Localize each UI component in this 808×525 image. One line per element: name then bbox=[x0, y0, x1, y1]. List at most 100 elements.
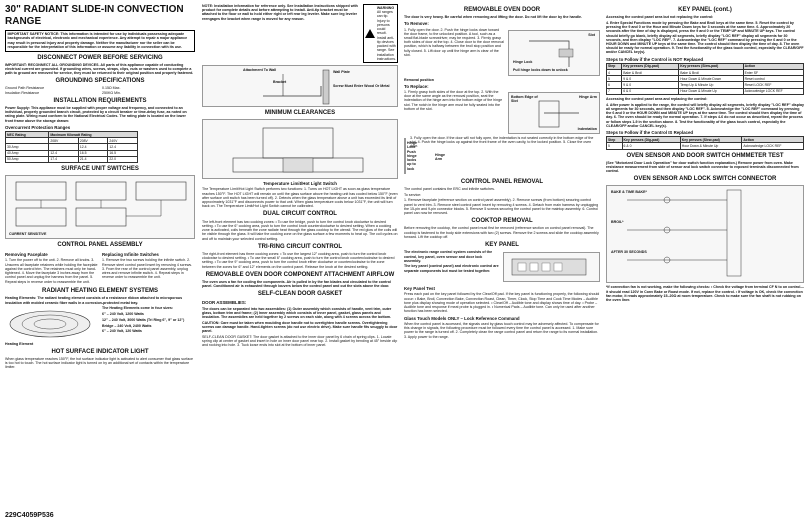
oven-door-heading: REMOVABLE OVEN DOOR bbox=[463, 7, 541, 13]
part-number: 229C4059P536 bbox=[5, 512, 54, 519]
to-replace-steps: 1. Firmly grasp both sides of the door a… bbox=[404, 89, 503, 111]
anti-tip-figure: Attachment To Wall Bracket Wall Plate Sc… bbox=[202, 65, 398, 108]
document-title: 30" RADIANT SLIDE-IN CONVECTION RANGE bbox=[5, 4, 184, 27]
warning-text: All ranges can tip. Injury to persons co… bbox=[376, 10, 397, 61]
component-airflow-heading: REMOVABLE OVEN DOOR COMPONENT ATTACHMENT… bbox=[205, 271, 395, 278]
table-cell: 17.4 bbox=[48, 155, 79, 164]
switch-schematic-icon bbox=[627, 190, 742, 277]
table-row: 50 Amp 17.4 21.4 22.0 bbox=[4, 155, 138, 164]
attach-wall-label: Attachment To Wall bbox=[243, 68, 277, 73]
sensor-heading: OVEN SENSOR AND DOOR SWITCH OHMMETER TES… bbox=[626, 152, 784, 159]
table-cell: Reset LOCK REF bbox=[742, 81, 805, 89]
table-row: 7 6 & 0 Hour Down & Minute Up Acknowledg… bbox=[605, 87, 805, 95]
table-cell: 6 & 0 bbox=[621, 87, 680, 95]
overcurrent-table: NEC Rating Maximum Kilowatt Rating 208V … bbox=[4, 131, 138, 164]
door-assemblies-heading: DOOR ASSEMBLIES: bbox=[202, 300, 247, 306]
warning-label: WARNING bbox=[376, 6, 395, 10]
grounding-spec-row: Insulation Resistance 250KΩ Min. bbox=[5, 91, 195, 95]
hinge-arm-label-2: Hinge Arm bbox=[435, 152, 445, 162]
heating-heading: RADIANT HEATING ELEMENT SYSTEMS bbox=[42, 288, 158, 295]
table-cell: Hour Down & Minute Down bbox=[678, 75, 744, 83]
push-hinge-figure: Hinge Lock Hinge Arm Push hinge locks up… bbox=[404, 137, 445, 174]
sensor-switch-diagram: BAKE & TIME BAKE* BROIL* AFTER 30 SECOND… bbox=[606, 185, 804, 284]
cp-removal-steps: 1. Remove faceplate (reference section o… bbox=[404, 198, 599, 216]
to-remove-heading: To Remove: bbox=[404, 21, 429, 27]
grounding-heading: GROUNDING SPECIFICATIONS bbox=[55, 78, 145, 85]
replace-more-steps: 3. Fully open the door. If the door will… bbox=[410, 135, 594, 149]
keypanel-text-block: The electronic range control system cons… bbox=[404, 250, 499, 284]
heating-size-item: 6" – 240 Volt, 120 Watts bbox=[102, 329, 142, 334]
removal-position-label: Removal position bbox=[404, 77, 434, 82]
heating-sizes: The Heating Elements come in four sizes:… bbox=[102, 306, 195, 345]
hinge-lock-label-2: Hinge Lock bbox=[407, 140, 417, 150]
table-row: 6 9 & 0 Temp Up & Minute Up Reset LOCK R… bbox=[605, 81, 805, 89]
table-row: 5 6 & 0 Hour Down & Minute Up Acknowledg… bbox=[606, 142, 804, 150]
warning-triangle-icon bbox=[364, 29, 375, 39]
tri-ring-text: The right-front element has three cookin… bbox=[202, 251, 395, 269]
keypanel-icon bbox=[511, 259, 587, 276]
keypanel-test-text: Press each pad on the key panel followed… bbox=[404, 292, 600, 314]
heating-size-item: 12" – 240 Volt, 3000 Watts (Tri Ring 6",… bbox=[102, 317, 185, 322]
heating-size-item: Bridge – 240 Volt, 2400 Watts bbox=[102, 323, 152, 328]
grounding-value-1: 0.15Ω Max. bbox=[102, 86, 121, 91]
warning-box: WARNING All ranges can tip. Injury to pe… bbox=[362, 4, 398, 64]
installation-text: Power Supply: This appliance must be sup… bbox=[5, 105, 187, 123]
table-cell: 22.0 bbox=[107, 155, 138, 164]
replacing-control-heading: Accessing the control panel area and rep… bbox=[606, 96, 708, 101]
hinge-lock-label: Hinge Lock bbox=[513, 60, 533, 65]
grounding-value-2: 250KΩ Min. bbox=[102, 90, 121, 95]
table-cell: Hour Down & Minute Up bbox=[678, 87, 744, 95]
remove-section: 1. Fully open the door. 2. Push the hing… bbox=[404, 28, 600, 78]
overcurrent-heading: Overcurrent Protection Ranges bbox=[5, 124, 71, 130]
temp-limit-heading: Temperature Limit/Hot Light Switch bbox=[263, 181, 337, 187]
heating-element-icon bbox=[9, 311, 91, 338]
grounding-label-1: Ground Path Resistance bbox=[5, 86, 45, 91]
table-cell: Temp Up & Minute Up bbox=[678, 81, 744, 89]
keypanel-cont-intro: Accessing the control panel area but not… bbox=[606, 15, 714, 20]
keypanel-test-heading: Key Panel Test bbox=[404, 286, 435, 292]
cp-removal-intro: The control panel contains the ERC and i… bbox=[404, 187, 495, 191]
self-clean-heading: SELF-CLEAN DOOR GASKET bbox=[257, 291, 343, 298]
temp-limit-text: The Temperature Limit/Hot Light Switch p… bbox=[202, 187, 398, 209]
hinge-lock-icon bbox=[529, 40, 574, 67]
table-cell: Acknowledge LOCK REF bbox=[742, 87, 805, 95]
glass-touch-text: When the control panel is accessed, the … bbox=[404, 321, 599, 339]
table-row: 5 9 & 0 Hour Down & Minute Down Reset co… bbox=[605, 75, 805, 83]
screw-label: Screw Must Enter Wood Or Metal bbox=[333, 84, 390, 89]
glass-touch-heading: Glass Touch Models ONLY – Lock Reference… bbox=[404, 315, 520, 321]
keypanel-section: The electronic range control system cons… bbox=[404, 250, 600, 284]
hot-surface-text: When glass temperature reaches 150°F, th… bbox=[5, 356, 194, 370]
caution-text: CAUTION: Care must be taken when mouldin… bbox=[202, 320, 398, 334]
keypanel-cont-steps: 4. Enter Special Functions mode by press… bbox=[606, 20, 804, 55]
table-cell: 4 bbox=[605, 69, 623, 77]
table-cell: 7 bbox=[605, 87, 623, 95]
column-2: NOTE: Installation information for refer… bbox=[202, 4, 398, 349]
push-hinge-label: Push hinge locks up to lock bbox=[407, 149, 417, 171]
heating-text: Heating Elements: The radiant heating el… bbox=[5, 296, 183, 305]
clearances-diagram bbox=[202, 119, 398, 180]
dual-circuit-text: The left-front element has two cooking z… bbox=[202, 219, 398, 241]
table-header: Key presses (Slew-pad) bbox=[678, 62, 744, 71]
install-note: NOTE: Installation information for refer… bbox=[202, 4, 358, 21]
keypanel-heading: KEY PANEL bbox=[485, 242, 519, 249]
heating-size-item: 6" – 240 Volt, 1200 Watts bbox=[102, 312, 144, 317]
column-1: 30" RADIANT SLIDE-IN CONVECTION RANGE IM… bbox=[4, 4, 195, 371]
to-remove-steps: 1. Fully open the door. 2. Push the hing… bbox=[404, 27, 504, 57]
hinge-lock-figure: Slot Hinge Lock Pull hinge locks down to… bbox=[508, 29, 600, 76]
replacing-steps: 1. Remove the two screws holding the inf… bbox=[102, 258, 193, 280]
keypanel-text-1: The electronic range control system cons… bbox=[404, 250, 493, 263]
keypanel-figure bbox=[503, 252, 600, 283]
install-note-row: NOTE: Installation information for refer… bbox=[202, 4, 398, 64]
table-cell: Hour Down & Minute Up bbox=[679, 142, 743, 150]
table-row: 4 Bake & Broil Bake & Broil Enter SF bbox=[605, 69, 805, 77]
hinge-arm-figure: Bottom Edge of Slot Hinge Arm Indentatio… bbox=[508, 91, 600, 134]
warning-content: WARNING All ranges can tip. Injury to pe… bbox=[377, 6, 396, 61]
removing-faceplate: Removing Faceplate 1. Turn the power off… bbox=[5, 250, 98, 285]
not-replaced-heading: Steps to Follow if the Control is NOT Re… bbox=[606, 56, 704, 62]
range-clearance-icon bbox=[232, 127, 364, 173]
column-3: REMOVABLE OVEN DOOR The door is very hea… bbox=[404, 4, 600, 340]
table-header: Action bbox=[742, 62, 805, 71]
to-replace-heading: To Replace: bbox=[404, 83, 429, 89]
broil-label: BROIL* bbox=[611, 220, 624, 225]
